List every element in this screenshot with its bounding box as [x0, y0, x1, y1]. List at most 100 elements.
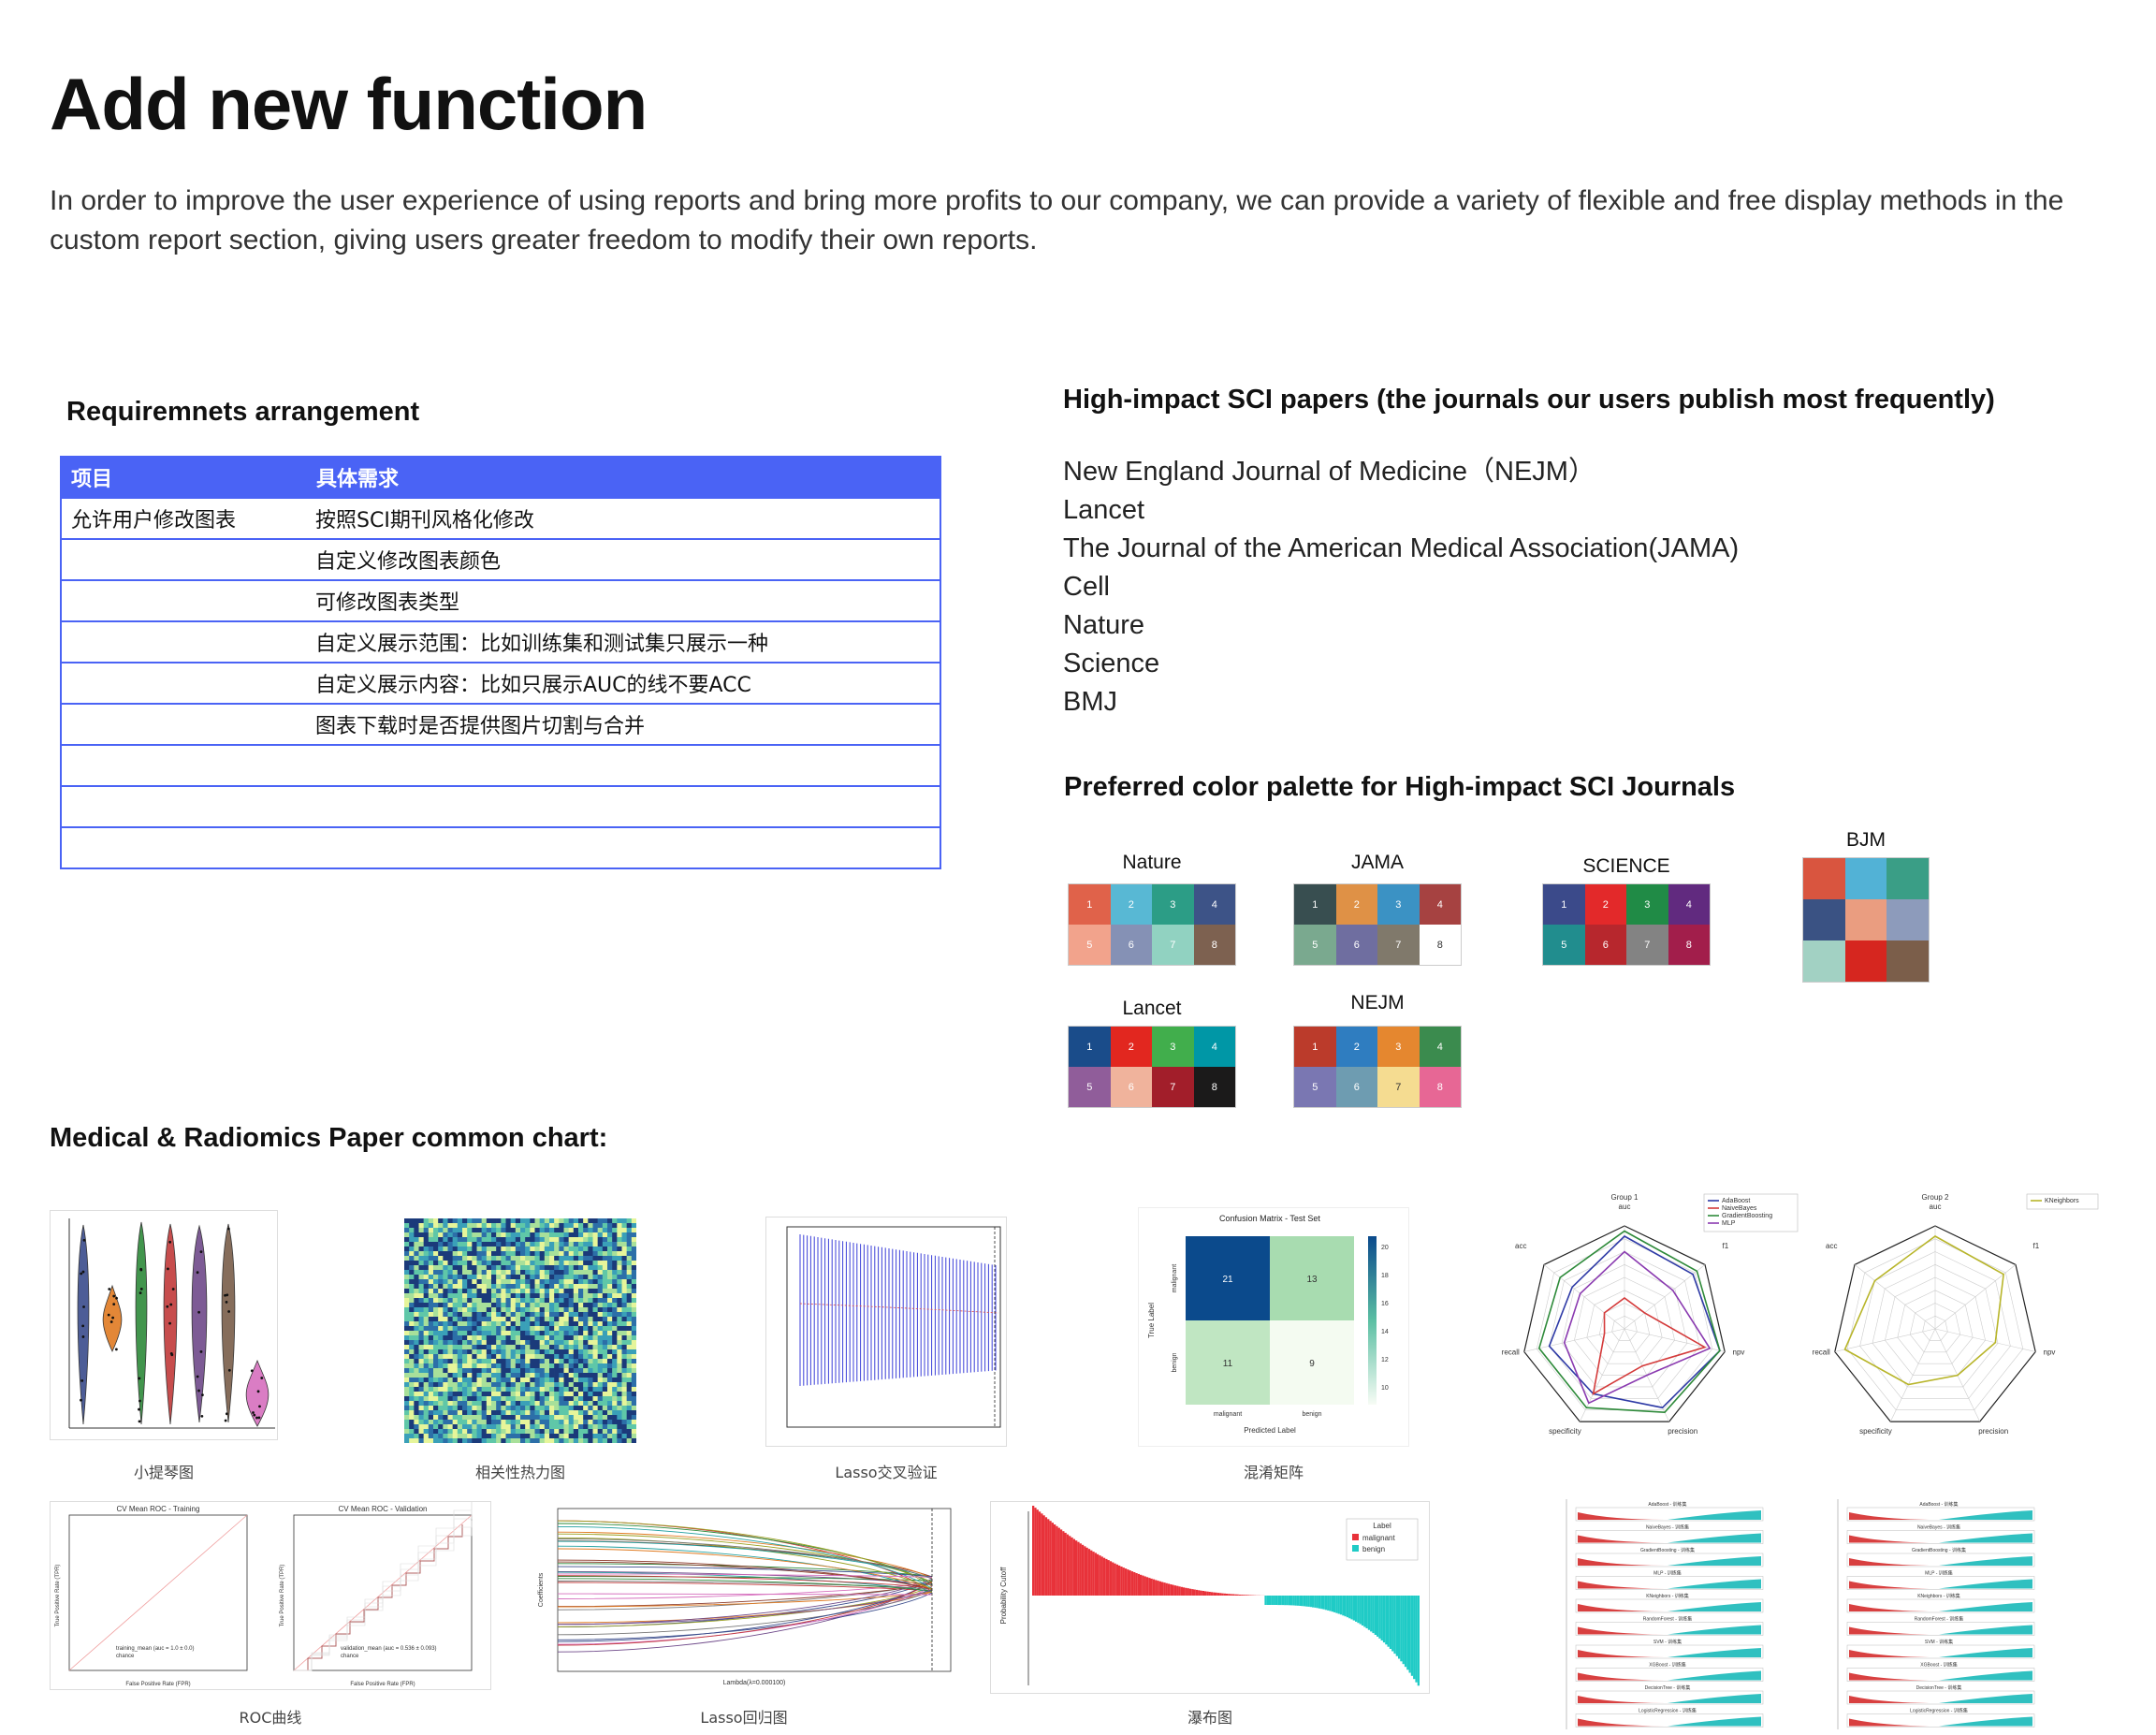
heatmap-cell	[563, 1396, 569, 1402]
lasso-coef-path	[557, 1520, 933, 1587]
heatmap-cell	[452, 1382, 459, 1388]
heatmap-cell	[404, 1438, 410, 1443]
heatmap-cell	[414, 1256, 419, 1261]
heatmap-cell	[510, 1270, 517, 1276]
heatmap-cell	[501, 1279, 506, 1285]
heatmap-cell	[515, 1284, 521, 1290]
heatmap-cell	[631, 1340, 636, 1346]
heatmap-cell	[452, 1340, 459, 1346]
heatmap-cell	[602, 1354, 608, 1360]
roc-chance	[68, 1514, 248, 1671]
heatmap-cell	[534, 1303, 540, 1308]
heatmap-cell	[578, 1289, 584, 1294]
heatmap-cell	[505, 1363, 511, 1369]
heatmap-cell	[607, 1321, 613, 1327]
heatmap-cell	[626, 1270, 633, 1276]
heatmap-cell	[631, 1382, 636, 1388]
heatmap-cell	[496, 1256, 502, 1261]
heatmap-cell	[447, 1317, 453, 1322]
violin-point	[257, 1416, 261, 1420]
heatmap-cell	[534, 1401, 540, 1407]
heatmap-cell	[554, 1256, 560, 1261]
waterfall-bar	[1273, 1596, 1275, 1605]
heatmap-cell	[588, 1275, 593, 1280]
heatmap-cell	[544, 1303, 550, 1308]
heatmap-cell	[510, 1415, 517, 1421]
violin-point	[109, 1320, 113, 1323]
heatmap-cell	[626, 1438, 633, 1443]
heatmap-cell	[602, 1345, 608, 1350]
waterfall-bar	[1155, 1580, 1158, 1596]
heatmap-cell	[414, 1335, 419, 1341]
heatmap-cell	[486, 1265, 492, 1271]
heatmap-cell	[462, 1387, 468, 1392]
heatmap-cell	[476, 1410, 482, 1416]
heatmap-cell	[617, 1359, 622, 1364]
waterfall-bar	[1402, 1596, 1405, 1665]
heatmap-cell	[631, 1279, 636, 1285]
heatmap-cell	[592, 1387, 598, 1392]
heatmap-cell	[443, 1420, 448, 1425]
heatmap-cell	[583, 1321, 589, 1327]
heatmap-cell	[501, 1289, 506, 1294]
heatmap-cell	[418, 1434, 424, 1439]
heatmap-cell	[443, 1242, 448, 1247]
heatmap-cell	[621, 1392, 627, 1397]
distribution-fill-red	[1578, 1581, 1668, 1589]
heatmap-cell	[525, 1298, 531, 1304]
color-swatch: 7	[1377, 925, 1420, 965]
heatmap-cell	[443, 1373, 448, 1378]
table-cell-item	[60, 827, 306, 869]
heatmap-cell	[414, 1434, 419, 1439]
heatmap-cell	[617, 1275, 622, 1280]
heatmap-cell	[481, 1242, 488, 1247]
heatmap-cell	[607, 1326, 613, 1332]
heatmap-cell	[525, 1349, 531, 1355]
distribution-frame	[1575, 1576, 1764, 1590]
heatmap-cell	[423, 1424, 430, 1430]
heatmap-cell	[447, 1279, 453, 1285]
roc-frame	[293, 1514, 473, 1671]
heatmap-cell	[573, 1354, 579, 1360]
heatmap-cell	[612, 1279, 618, 1285]
heatmap-cell	[505, 1270, 511, 1276]
heatmap-cell	[472, 1415, 477, 1421]
heatmap-cell	[404, 1363, 410, 1369]
heatmap-cell	[481, 1261, 488, 1266]
heatmap-cell	[510, 1424, 517, 1430]
heatmap-cell	[428, 1247, 434, 1252]
heatmap-cell	[414, 1261, 419, 1266]
heatmap-cell	[447, 1363, 453, 1369]
waterfall-bar	[1324, 1596, 1328, 1611]
heatmap-cell	[588, 1415, 593, 1421]
heatmap-cell	[452, 1359, 459, 1364]
heatmap-cell	[549, 1256, 555, 1261]
heatmap-cell	[621, 1223, 627, 1229]
heatmap-cell	[447, 1438, 453, 1443]
heatmap-cell	[414, 1303, 419, 1308]
heatmap-cell	[418, 1232, 424, 1238]
waterfall-bar	[1178, 1586, 1181, 1596]
heatmap-cell	[573, 1392, 579, 1397]
caption-heatmap: 相关性热力图	[474, 1464, 565, 1481]
heatmap-cell	[544, 1223, 550, 1229]
heatmap-cell	[409, 1307, 415, 1313]
heatmap-cell	[409, 1340, 415, 1346]
heatmap-cell	[602, 1289, 608, 1294]
heatmap-cell	[510, 1368, 517, 1374]
roc-legend: chance	[341, 1654, 359, 1659]
heatmap-cell	[467, 1368, 473, 1374]
heatmap-cell	[559, 1406, 564, 1411]
violin-point	[111, 1316, 115, 1319]
heatmap-cell	[554, 1317, 560, 1322]
heatmap-cell	[418, 1378, 424, 1383]
heatmap-cell	[544, 1307, 550, 1313]
heatmap-cell	[520, 1251, 526, 1257]
radar-series	[1563, 1250, 1712, 1405]
caption-lasso-cv: Lasso交叉验证	[835, 1464, 938, 1481]
heatmap-cell	[452, 1392, 459, 1397]
heatmap-cell	[597, 1275, 604, 1280]
heatmap-cell	[423, 1312, 430, 1318]
heatmap-cell	[467, 1354, 473, 1360]
heatmap-cell	[544, 1406, 550, 1411]
